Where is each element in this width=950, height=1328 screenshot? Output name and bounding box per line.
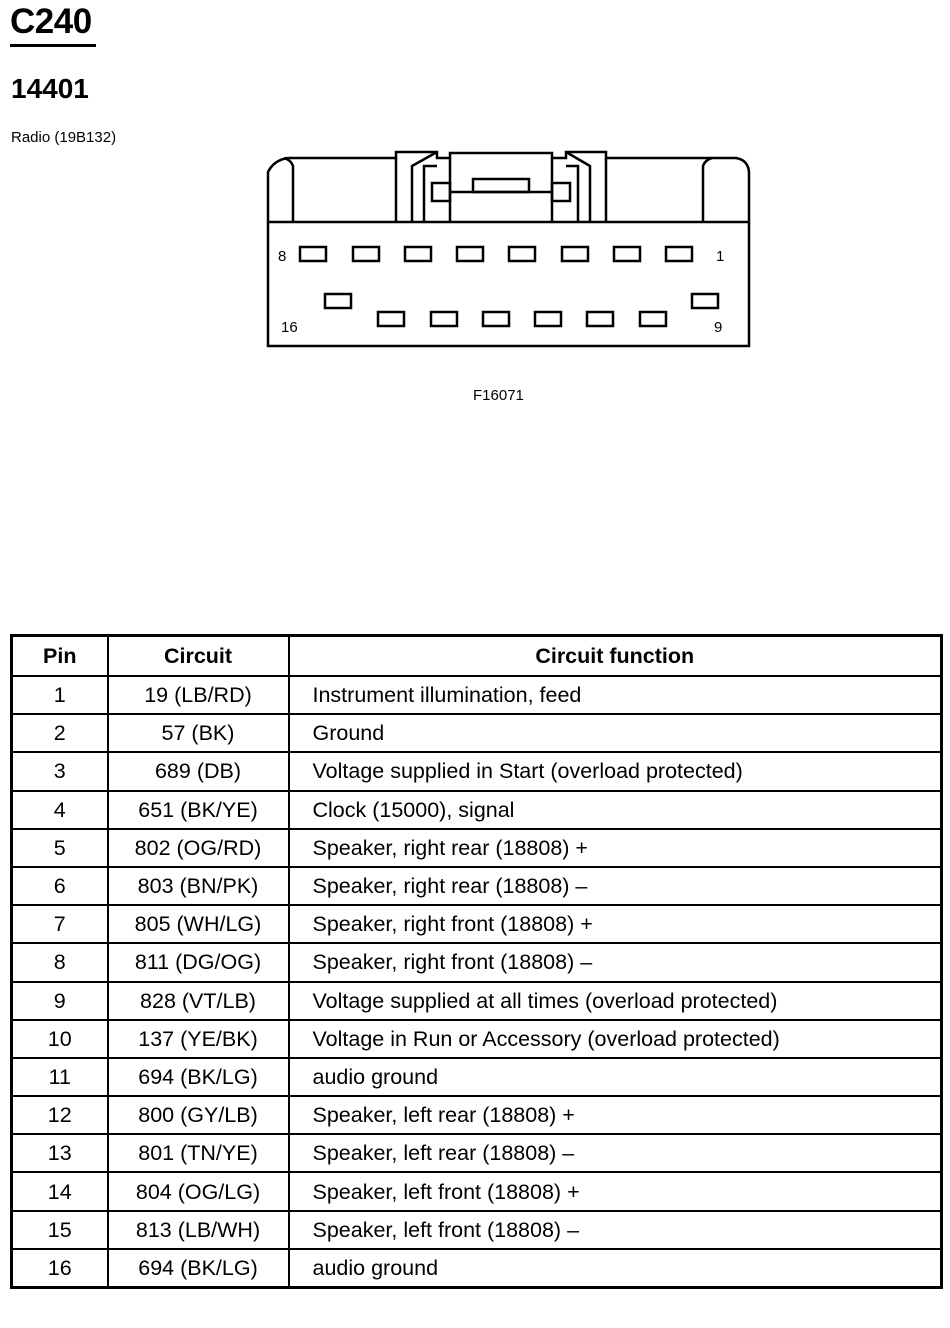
pin-number-cell: 15: [10, 1209, 109, 1250]
circuit-cell: 137 (YE/BK): [106, 1018, 290, 1059]
column-header-pin: Pin: [10, 634, 109, 677]
title-underline: [10, 44, 96, 47]
pin-number-cell: 6: [10, 865, 109, 907]
pin-cavity-11: [585, 310, 615, 328]
circuit-function-cell: Speaker, left rear (18808) –: [287, 1133, 943, 1174]
circuit-function-cell: Speaker, right rear (18808) –: [287, 865, 943, 907]
pin-cavity-10: [638, 310, 668, 328]
circuit-function-cell: Instrument illumination, feed: [287, 674, 943, 716]
pin-label-9: 9: [714, 319, 723, 336]
pin-cavity-7: [351, 245, 381, 263]
pin-cavity-5: [455, 245, 485, 263]
circuit-cell: 802 (OG/RD): [106, 827, 290, 868]
component-name: Radio (19B132): [11, 129, 117, 146]
pin-number-cell: 7: [10, 904, 109, 945]
circuit-cell: 813 (LB/WH): [106, 1209, 290, 1250]
pin-cavity-12: [533, 310, 563, 328]
column-header-function: Circuit function: [287, 634, 943, 677]
connector-face-diagram: [266, 150, 751, 348]
pin-number-cell: 1: [10, 674, 109, 716]
circuit-function-cell: audio ground: [287, 1247, 943, 1289]
circuit-cell: 694 (BK/LG): [106, 1056, 290, 1098]
circuit-function-cell: Speaker, left front (18808) –: [287, 1209, 943, 1250]
circuit-cell: 57 (BK): [106, 713, 290, 754]
pin-number-cell: 16: [10, 1247, 109, 1289]
pin-cavities: [298, 245, 720, 328]
pin-cavity-4: [507, 245, 537, 263]
circuit-function-cell: Speaker, right front (18808) –: [287, 942, 943, 983]
circuit-cell: 803 (BN/PK): [106, 865, 290, 907]
circuit-cell: 801 (TN/YE): [106, 1133, 290, 1174]
pin-cavity-14: [429, 310, 459, 328]
circuit-function-cell: Speaker, right rear (18808) +: [287, 827, 943, 868]
circuit-function-cell: Speaker, right front (18808) +: [287, 904, 943, 945]
pin-label-8: 8: [278, 248, 287, 265]
pin-cavity-9: [690, 292, 720, 310]
circuit-cell: 800 (GY/LB): [106, 1095, 290, 1136]
pin-cavity-8: [298, 245, 328, 263]
circuit-function-cell: Voltage supplied at all times (overload …: [287, 980, 943, 1021]
pin-number-cell: 9: [10, 980, 109, 1021]
connector-id: C240: [10, 2, 92, 41]
circuit-function-cell: Ground: [287, 713, 943, 754]
pin-number-cell: 10: [10, 1018, 109, 1059]
pin-number-cell: 8: [10, 942, 109, 983]
circuit-cell: 811 (DG/OG): [106, 942, 290, 983]
pin-cavity-13: [481, 310, 511, 328]
circuit-cell: 805 (WH/LG): [106, 904, 290, 945]
pin-cavity-1: [664, 245, 694, 263]
connector-housing: [266, 150, 751, 348]
pin-cavity-3: [560, 245, 590, 263]
circuit-function-cell: Speaker, left front (18808) +: [287, 1171, 943, 1212]
circuit-function-cell: Clock (15000), signal: [287, 789, 943, 830]
circuit-cell: 828 (VT/LB): [106, 980, 290, 1021]
circuit-cell: 694 (BK/LG): [106, 1247, 290, 1289]
circuit-cell: 651 (BK/YE): [106, 789, 290, 830]
pin-number-cell: 3: [10, 751, 109, 792]
circuit-cell: 804 (OG/LG): [106, 1171, 290, 1212]
pin-label-1: 1: [716, 248, 725, 265]
pin-cavity-2: [612, 245, 642, 263]
circuit-function-cell: Voltage supplied in Start (overload prot…: [287, 751, 943, 792]
circuit-cell: 689 (DB): [106, 751, 290, 792]
part-number: 14401: [11, 73, 89, 104]
table-header-row: Pin Circuit Circuit function: [10, 634, 943, 677]
pin-number-cell: 2: [10, 713, 109, 754]
pin-number-cell: 4: [10, 789, 109, 830]
circuit-function-cell: audio ground: [287, 1056, 943, 1098]
column-header-circuit: Circuit: [106, 634, 290, 677]
pin-number-cell: 12: [10, 1095, 109, 1136]
pin-number-cell: 13: [10, 1133, 109, 1174]
circuit-function-cell: Speaker, left rear (18808) +: [287, 1095, 943, 1136]
circuit-cell: 19 (LB/RD): [106, 674, 290, 716]
pin-cavity-6: [403, 245, 433, 263]
pin-number-cell: 5: [10, 827, 109, 868]
pin-number-cell: 11: [10, 1056, 109, 1098]
pin-cavity-16: [323, 292, 353, 310]
circuit-function-cell: Voltage in Run or Accessory (overload pr…: [287, 1018, 943, 1059]
pin-cavity-15: [376, 310, 406, 328]
figure-code: F16071: [473, 387, 524, 404]
pin-number-cell: 14: [10, 1171, 109, 1212]
pin-label-16: 16: [281, 319, 298, 336]
